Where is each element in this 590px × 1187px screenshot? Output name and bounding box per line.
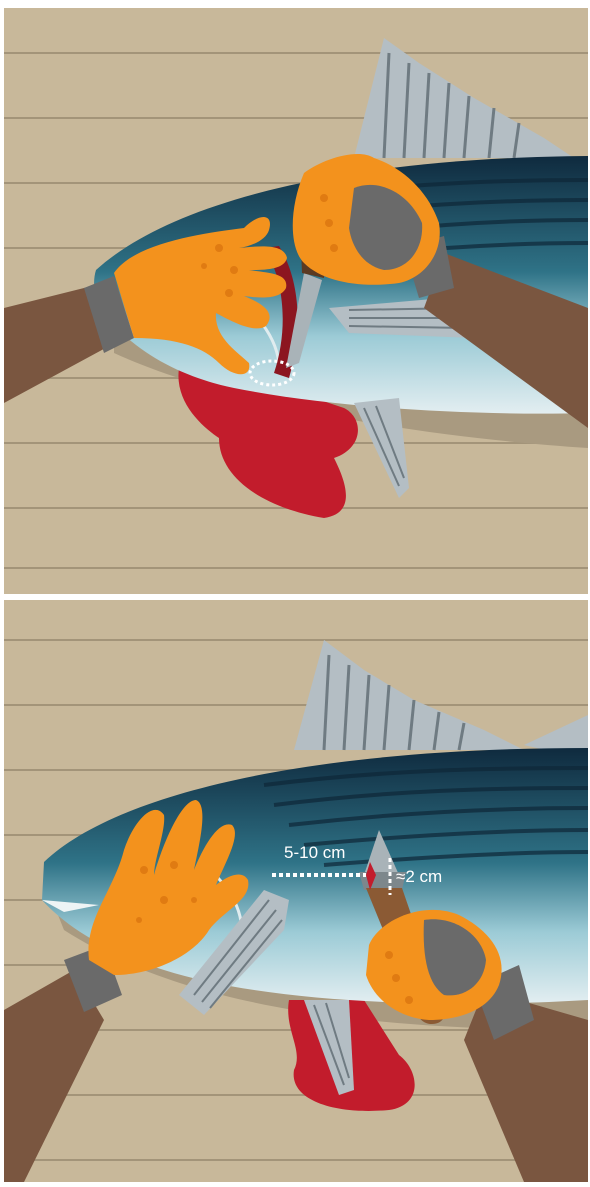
panel-gill-cut: [4, 8, 588, 594]
depth-label: ≈2 cm: [396, 867, 442, 886]
panel-spinal-cut: 5-10 cm ≈2 cm: [4, 600, 588, 1182]
distance-label: 5-10 cm: [284, 843, 345, 862]
